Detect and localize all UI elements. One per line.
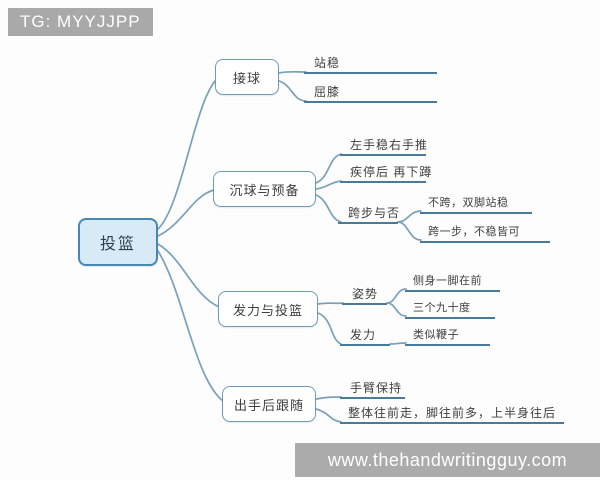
leaf-bend-knees[interactable]: 屈膝 bbox=[304, 85, 437, 103]
leaf-stand-firm[interactable]: 站稳 bbox=[304, 56, 437, 74]
leaf-label: 跨步与否 bbox=[348, 206, 401, 220]
leaf-label: 手臂保持 bbox=[350, 381, 403, 395]
leaf-label: 不跨，双脚站稳 bbox=[428, 197, 509, 209]
leaf-side-foot-forward[interactable]: 侧身一脚在前 bbox=[405, 273, 500, 292]
leaf-step-or-not[interactable]: 跨步与否 bbox=[338, 206, 399, 224]
branch-label: 沉球与预备 bbox=[229, 182, 300, 198]
branch-label: 接球 bbox=[232, 70, 261, 86]
watermark-bottom-text: www.thehandwritingguy.com bbox=[327, 450, 568, 470]
leaf-label: 屈膝 bbox=[314, 85, 341, 99]
leaf-like-a-whip[interactable]: 类似鞭子 bbox=[405, 327, 490, 346]
branch-sink-and-prepare[interactable]: 沉球与预备 bbox=[213, 171, 316, 207]
leaf-power[interactable]: 发力 bbox=[340, 328, 390, 346]
leaf-left-hand-right-hand[interactable]: 左手稳右手推 bbox=[340, 138, 427, 156]
watermark-bottom: www.thehandwritingguy.com bbox=[295, 443, 600, 477]
leaf-label: 跨一步，不稳皆可 bbox=[428, 226, 520, 238]
branch-catch-ball[interactable]: 接球 bbox=[215, 59, 279, 95]
leaf-one-step-ok[interactable]: 跨一步，不稳皆可 bbox=[420, 224, 550, 243]
leaf-posture[interactable]: 姿势 bbox=[342, 287, 387, 305]
watermark-top: TG: MYYJJPP bbox=[8, 8, 153, 36]
leaf-squat-again[interactable]: 疾停后 再下蹲 bbox=[340, 165, 431, 183]
branch-follow-through[interactable]: 出手后跟随 bbox=[222, 386, 316, 422]
leaf-label: 类似鞭子 bbox=[413, 329, 459, 341]
leaf-three-ninety-degrees[interactable]: 三个九十度 bbox=[405, 300, 495, 319]
leaf-keep-arm[interactable]: 手臂保持 bbox=[340, 381, 405, 399]
leaf-label: 疾停后 再下蹲 bbox=[350, 165, 433, 179]
leaf-body-forward[interactable]: 整体往前走，脚往前多，上半身往后 bbox=[340, 406, 564, 424]
leaf-no-step-feet-firm[interactable]: 不跨，双脚站稳 bbox=[420, 195, 532, 214]
leaf-label: 姿势 bbox=[352, 287, 379, 301]
watermark-top-text: TG: MYYJJPP bbox=[20, 12, 141, 31]
leaf-label: 站稳 bbox=[314, 56, 341, 70]
leaf-label: 整体往前走，脚往前多，上半身往后 bbox=[348, 406, 557, 420]
branch-label: 出手后跟随 bbox=[233, 397, 304, 413]
leaf-label: 左手稳右手推 bbox=[350, 138, 429, 152]
leaf-label: 发力 bbox=[350, 328, 377, 342]
root-topic[interactable]: 投篮 bbox=[78, 218, 158, 266]
branch-power-and-shoot[interactable]: 发力与投篮 bbox=[218, 291, 318, 327]
leaf-label: 三个九十度 bbox=[413, 302, 471, 314]
root-topic-label: 投篮 bbox=[99, 236, 136, 253]
branch-label: 发力与投篮 bbox=[232, 302, 303, 318]
leaf-label: 侧身一脚在前 bbox=[413, 275, 482, 287]
